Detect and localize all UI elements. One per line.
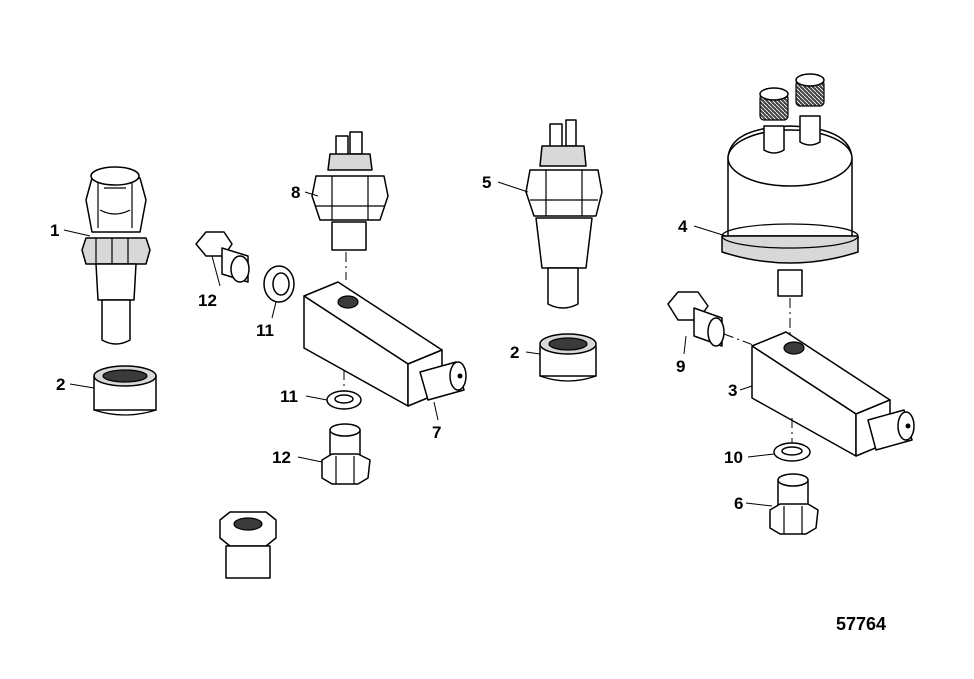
gauge-sender-part-4 xyxy=(721,73,859,336)
callout-labels: 1 2 8 12 11 11 12 7 5 2 4 9 3 10 6 xyxy=(50,173,743,513)
adapter-block-part-3 xyxy=(751,331,915,457)
pressure-sender-part-1 xyxy=(81,166,151,345)
leader-lines xyxy=(63,181,775,507)
switch-part-8 xyxy=(311,131,389,280)
washer-part-11-upper xyxy=(263,265,295,303)
temp-sender-part-5 xyxy=(525,119,603,309)
callout-6: 6 xyxy=(734,494,743,513)
plug-part-9 xyxy=(667,291,757,347)
callout-8: 8 xyxy=(291,183,300,202)
callout-1: 1 xyxy=(50,221,59,240)
callout-12-lower: 12 xyxy=(272,448,291,467)
figure-number: 57764 xyxy=(836,614,886,634)
callout-9: 9 xyxy=(676,357,685,376)
washer-part-11-lower xyxy=(326,370,362,410)
plug-part-6 xyxy=(769,473,819,535)
bushing-part-2-left xyxy=(93,365,157,416)
plug-part-12-upper xyxy=(195,231,250,283)
callout-11-lower: 11 xyxy=(280,387,298,406)
callout-12-upper: 12 xyxy=(198,291,217,310)
callout-10: 10 xyxy=(724,448,743,467)
bushing-loose xyxy=(219,511,277,579)
washer-part-10 xyxy=(773,442,811,462)
plug-part-12-lower xyxy=(321,423,371,485)
callout-7: 7 xyxy=(432,423,441,442)
callout-2-middle: 2 xyxy=(510,343,519,362)
callout-2-left: 2 xyxy=(56,375,65,394)
bushing-part-2-middle xyxy=(539,333,597,382)
callout-5: 5 xyxy=(482,173,491,192)
callout-4: 4 xyxy=(678,217,688,236)
callout-11-upper: 11 xyxy=(256,321,274,340)
adapter-block-part-7 xyxy=(303,281,467,407)
callout-3: 3 xyxy=(728,381,737,400)
